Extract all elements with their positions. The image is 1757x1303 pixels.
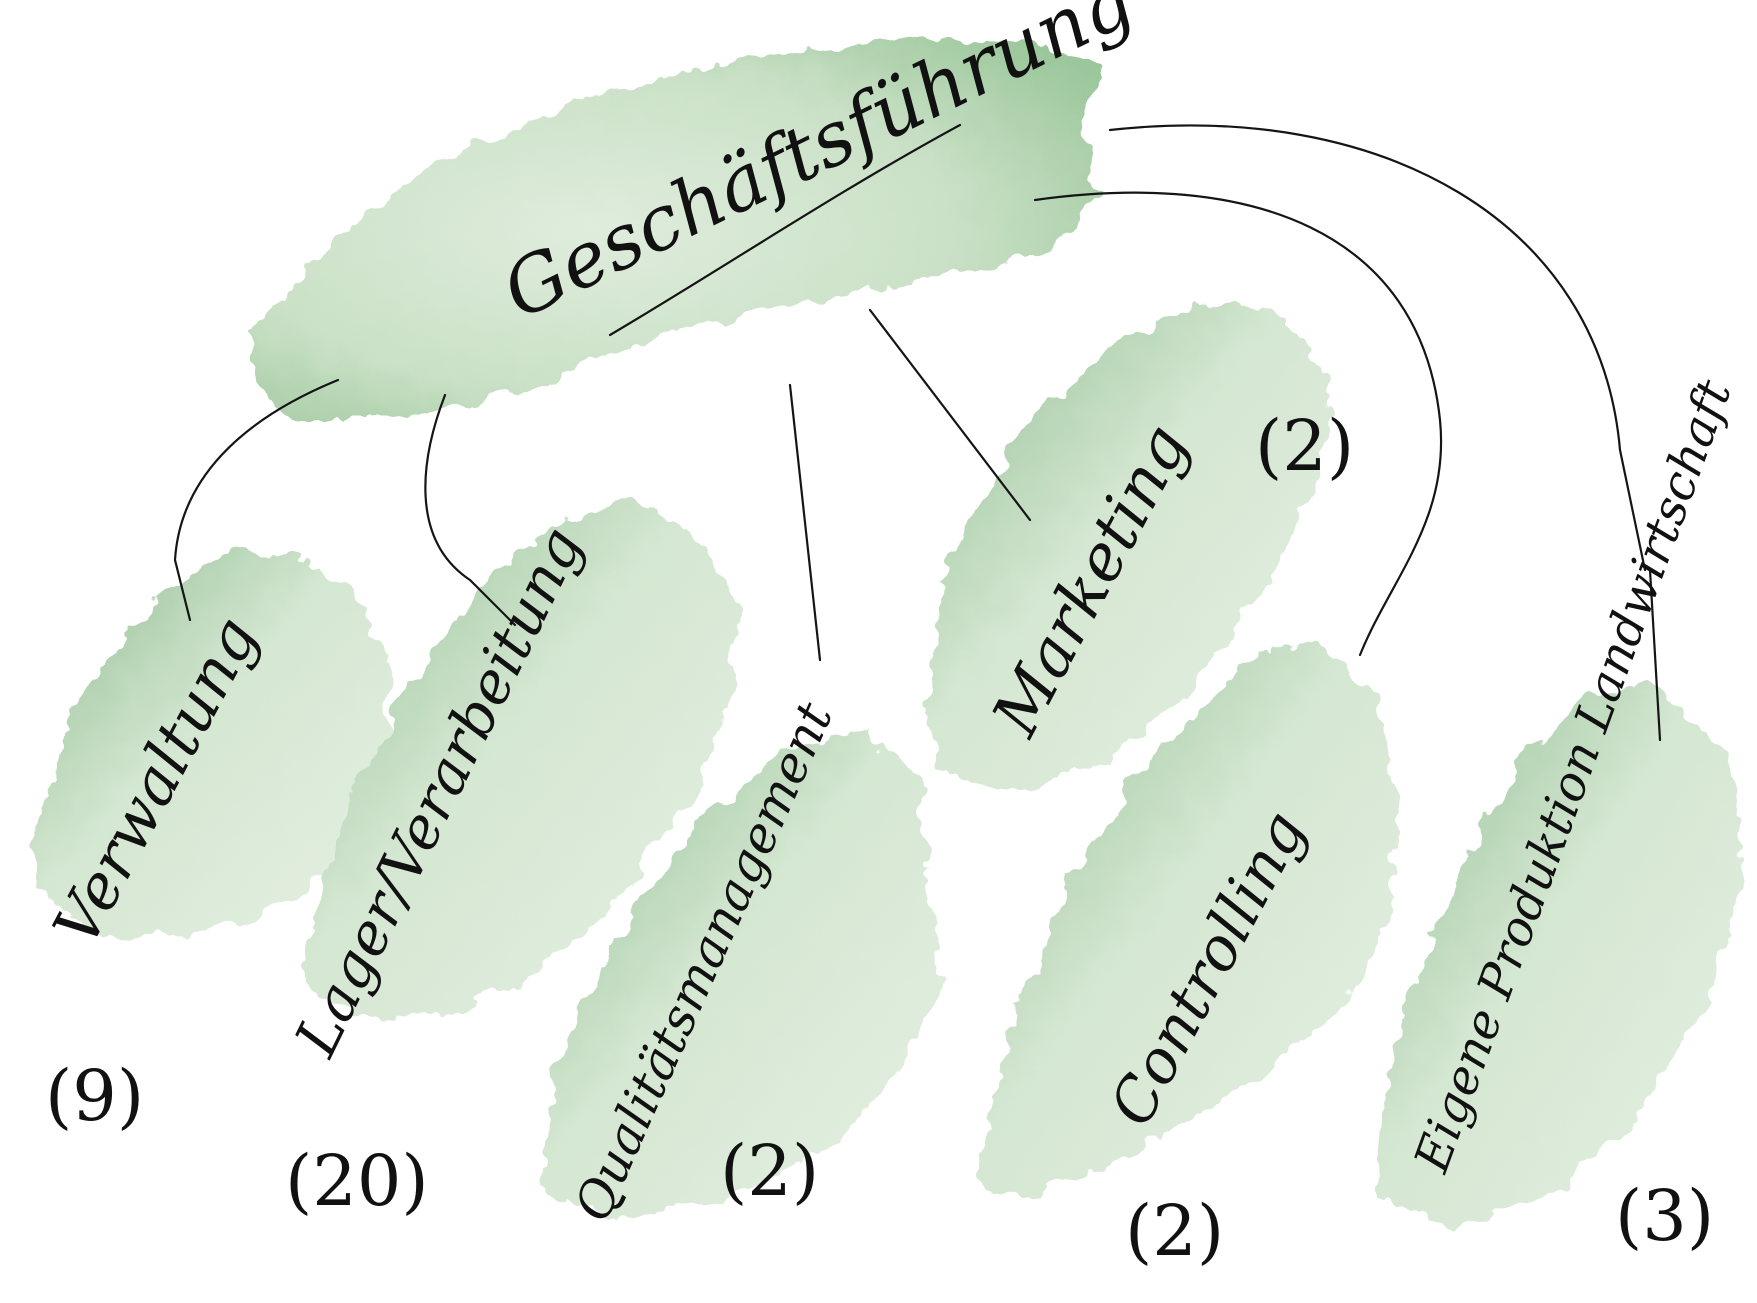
connector-marketing bbox=[868, 308, 1032, 522]
connectors bbox=[173, 123, 1662, 742]
connector-qualitaet bbox=[788, 383, 822, 662]
department-count: (2) bbox=[1255, 405, 1354, 487]
department-count: (9) bbox=[45, 1055, 144, 1137]
connector-controlling bbox=[1033, 191, 1443, 657]
department-count: (20) bbox=[285, 1140, 429, 1222]
department-count: (2) bbox=[720, 1130, 819, 1212]
connector-landwirtschaft bbox=[1108, 124, 1647, 572]
department-count: (2) bbox=[1125, 1190, 1224, 1272]
department-count: (3) bbox=[1615, 1175, 1714, 1257]
root-underline bbox=[608, 123, 962, 337]
connector-verwaltung bbox=[173, 378, 340, 622]
connector-lager bbox=[424, 393, 517, 627]
lager-tick bbox=[1648, 568, 1662, 742]
